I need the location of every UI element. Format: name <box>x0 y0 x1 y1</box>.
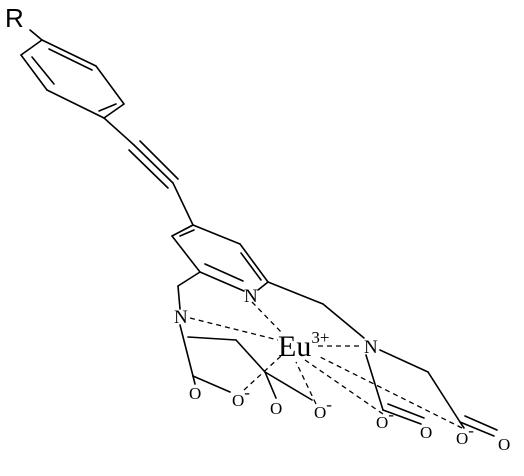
anion-charge: - <box>388 405 394 424</box>
coordination-bonds <box>189 301 463 429</box>
far-right-carbonyl-oxygen-label: O <box>498 435 510 454</box>
middle-carboxylate-oxygen-label: O- <box>314 395 332 422</box>
anion-charge: - <box>244 383 250 402</box>
left-carboxylate-oxygen-label: O- <box>232 383 250 410</box>
europium-ion-label: Eu3+ <box>278 328 329 363</box>
oxygen-symbol: O <box>376 413 388 432</box>
pyridine-ring <box>171 224 269 292</box>
left-arm <box>177 271 313 401</box>
right-amine-nitrogen-label: N <box>364 337 378 358</box>
r-substituent-label: R <box>5 3 24 33</box>
europium-charge: 3+ <box>311 328 329 347</box>
left-carbonyl-oxygen-label: O <box>189 384 201 403</box>
right-arm <box>267 281 498 437</box>
right-carboxylate-oxygen-label: O- <box>376 405 394 432</box>
anion-charge: - <box>326 395 332 414</box>
r-bond <box>29 29 43 41</box>
phenyl-ring <box>20 39 125 119</box>
oxygen-symbol: O <box>232 391 244 410</box>
pyridine-nitrogen-label: N <box>244 286 258 307</box>
middle-carbonyl-oxygen-label: O <box>270 399 282 418</box>
oxygen-symbol: O <box>314 403 326 422</box>
far-right-carboxylate-oxygen-label: O- <box>456 421 474 448</box>
left-amine-nitrogen-label: N <box>174 307 188 328</box>
anion-charge: - <box>468 421 474 440</box>
oxygen-symbol: O <box>456 429 468 448</box>
right-carbonyl-oxygen-label: O <box>420 423 432 442</box>
alkyne-linker <box>103 117 194 226</box>
europium-symbol: Eu <box>278 330 311 363</box>
